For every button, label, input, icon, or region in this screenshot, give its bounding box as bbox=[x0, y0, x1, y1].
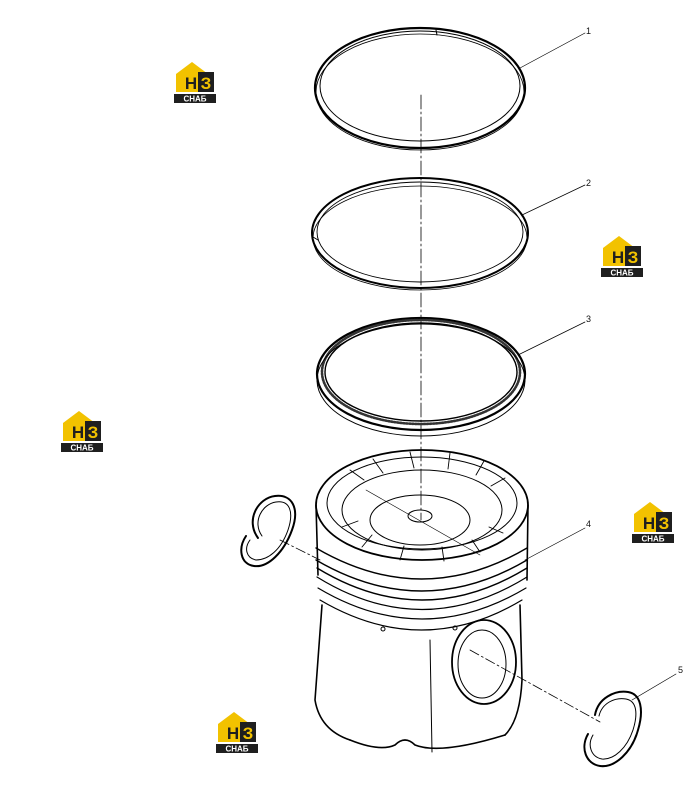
svg-text:СНАБ: СНАБ bbox=[183, 95, 206, 104]
svg-text:Н: Н bbox=[185, 74, 197, 93]
callout-4: 4 bbox=[586, 519, 592, 529]
svg-text:З: З bbox=[628, 248, 639, 267]
callout-3: 3 bbox=[586, 314, 592, 324]
circlip-right bbox=[583, 690, 642, 768]
svg-text:СНАБ: СНАБ bbox=[641, 535, 664, 544]
svg-text:Н: Н bbox=[612, 248, 624, 267]
leader-line-1 bbox=[519, 32, 586, 69]
ring-3-oil-control bbox=[315, 316, 527, 437]
svg-text:СНАБ: СНАБ bbox=[225, 745, 248, 754]
leader-line-2 bbox=[521, 184, 586, 216]
callout-2: 2 bbox=[586, 178, 592, 188]
svg-text:Н: Н bbox=[72, 423, 84, 442]
callout-5: 5 bbox=[678, 665, 684, 675]
ring-2-second-compression bbox=[311, 177, 529, 291]
callout-1: 1 bbox=[586, 26, 592, 36]
pin-axis-line bbox=[279, 539, 321, 561]
svg-text:З: З bbox=[88, 423, 99, 442]
svg-text:З: З bbox=[659, 514, 670, 533]
circlip-left bbox=[240, 494, 297, 568]
pin-axis-line-right bbox=[469, 649, 601, 723]
leader-line-3 bbox=[517, 321, 586, 356]
svg-text:Н: Н bbox=[643, 514, 655, 533]
svg-text:З: З bbox=[201, 74, 212, 93]
svg-text:СНАБ: СНАБ bbox=[610, 269, 633, 278]
svg-text:З: З bbox=[243, 724, 254, 743]
leader-line-5 bbox=[631, 673, 677, 701]
svg-text:Н: Н bbox=[227, 724, 239, 743]
ring-1-top-compression bbox=[313, 26, 527, 151]
leader-line-4 bbox=[524, 527, 586, 561]
svg-text:СНАБ: СНАБ bbox=[70, 444, 93, 453]
piston-body bbox=[314, 449, 529, 753]
